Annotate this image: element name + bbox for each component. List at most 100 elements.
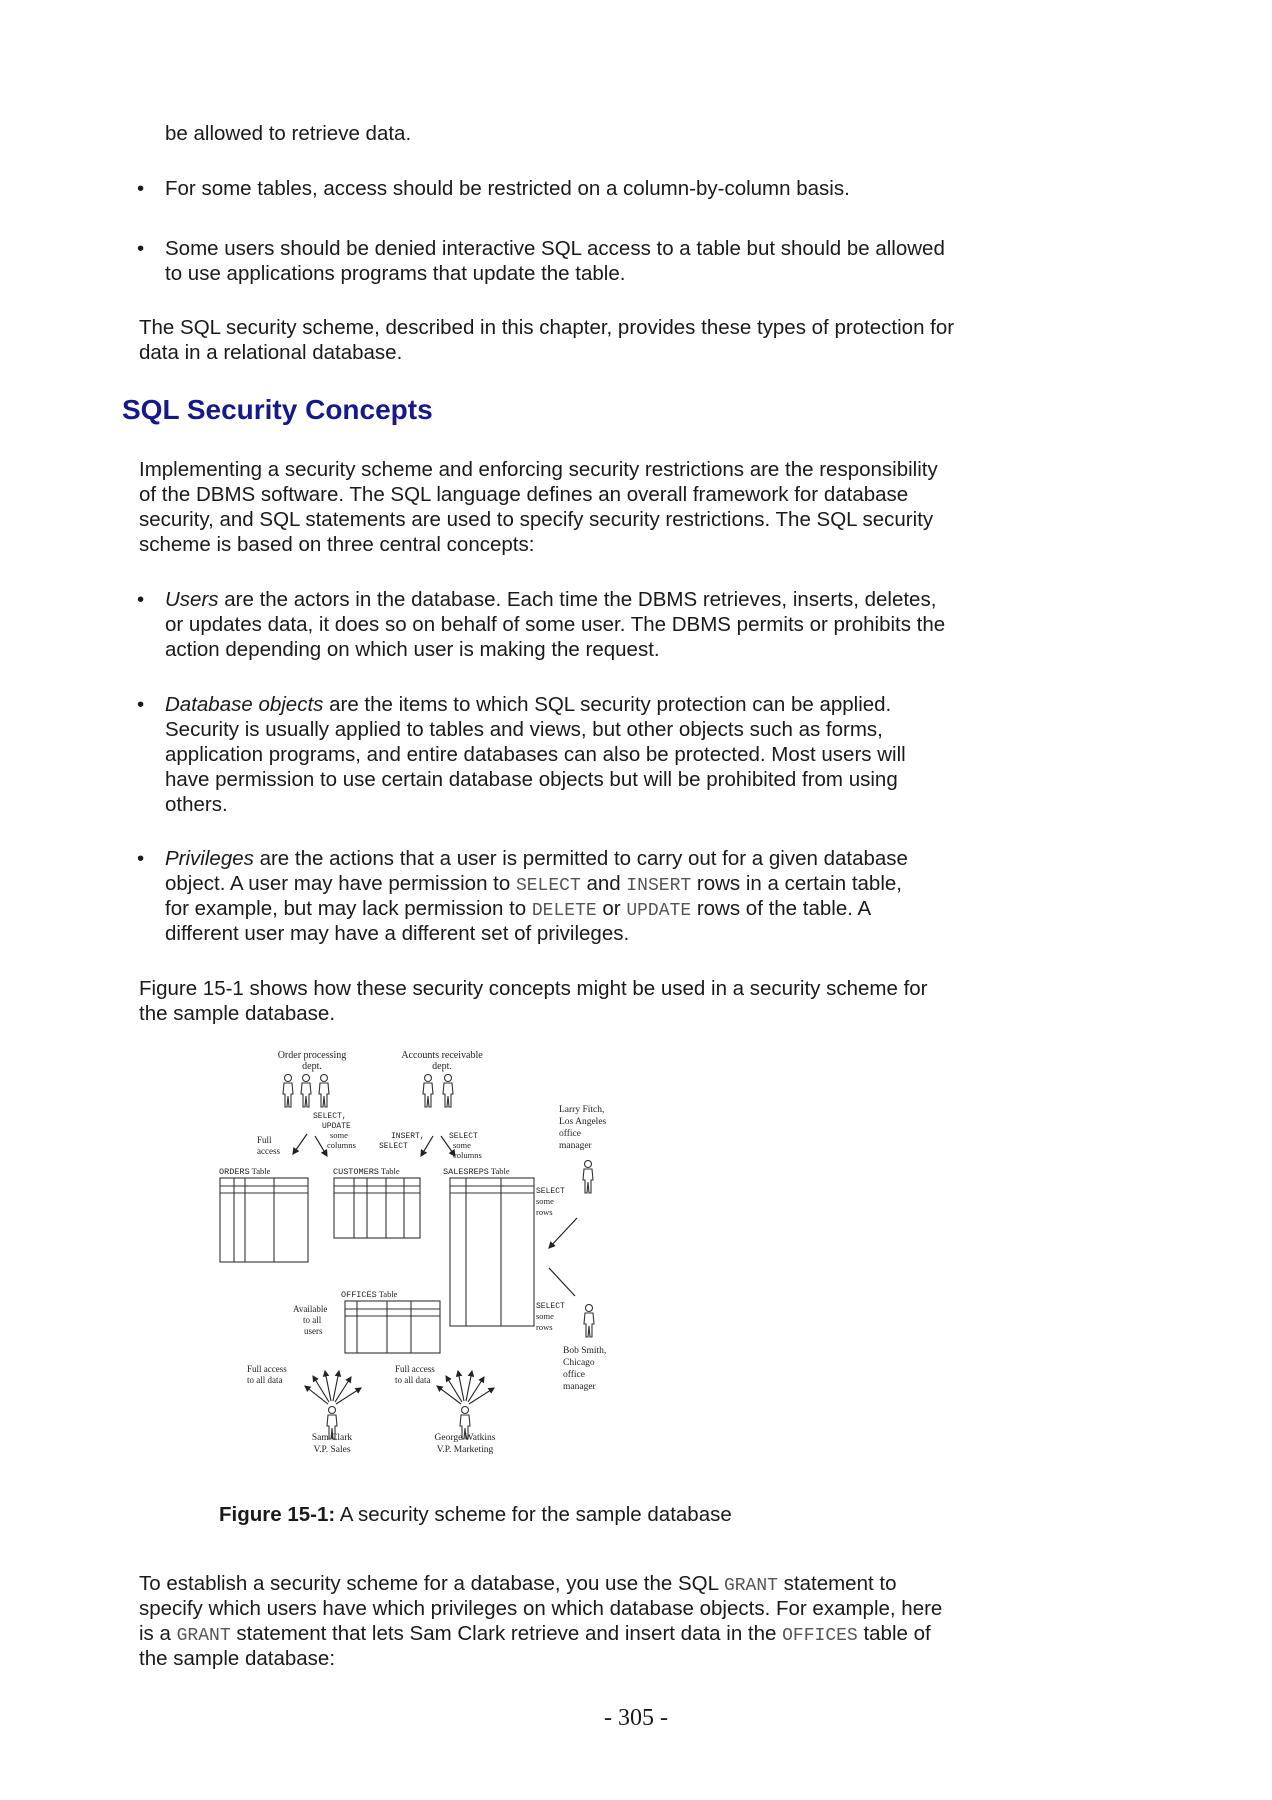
- bullet-text: For some tables, access should be restri…: [165, 177, 850, 200]
- arrow-line: [548, 1267, 576, 1297]
- select-update-label-3: some: [330, 1130, 348, 1140]
- sam-label-2: V.P. Sales: [313, 1445, 350, 1455]
- select-rows-label-bob-3: rows: [536, 1322, 553, 1332]
- salesreps-table: [449, 1177, 535, 1327]
- george-label-2: V.P. Marketing: [437, 1445, 494, 1455]
- arrow: [440, 1135, 456, 1157]
- bullet-text: Users are the actors in the database. Ea…: [165, 588, 937, 611]
- select-some-label-2: some: [453, 1140, 471, 1150]
- person-icon: [582, 1160, 594, 1194]
- bullet-marker: •: [137, 177, 145, 200]
- larry-label-2: Los Angeles: [559, 1117, 607, 1127]
- select-rows-label-3: rows: [536, 1207, 553, 1217]
- figure-caption: Figure 15-1: A security scheme for the s…: [219, 1502, 732, 1526]
- larry-label: Larry Fitch,: [559, 1105, 604, 1115]
- security-scheme-figure: Order processing dept. Accounts receivab…: [219, 1050, 607, 1455]
- offices-table: [344, 1300, 441, 1354]
- bullet-text: application programs, and entire databas…: [165, 743, 906, 766]
- person-icon: [318, 1074, 330, 1108]
- orders-table: [219, 1177, 309, 1263]
- arrow: [420, 1135, 434, 1158]
- george-label: George Watkins: [435, 1433, 496, 1443]
- page-number: - 305 -: [604, 1705, 668, 1731]
- available-label: Available: [293, 1304, 327, 1314]
- paragraph-line: Figure 15-1 shows how these security con…: [139, 977, 928, 1000]
- insert-select-label-2: SELECT: [379, 1142, 408, 1151]
- george-access-arrows: [436, 1369, 495, 1405]
- full-access-all-label-g-2: to all data: [395, 1375, 431, 1385]
- select-some-label: SELECT: [449, 1132, 478, 1141]
- full-access-all-label-2: to all data: [247, 1375, 283, 1385]
- full-access-label-2: access: [257, 1146, 280, 1156]
- section-heading: SQL Security Concepts: [122, 394, 433, 425]
- code-offices: OFFICES: [782, 1626, 858, 1646]
- bullet-text: different user may have a different set …: [165, 922, 630, 945]
- paragraph-line: is a GRANT statement that lets Sam Clark…: [139, 1622, 931, 1646]
- person-icon: [300, 1074, 312, 1108]
- arrow: [292, 1133, 308, 1155]
- customers-table: [333, 1177, 421, 1239]
- available-label-2: to all: [303, 1315, 322, 1325]
- bullet-marker: •: [137, 588, 145, 611]
- code-grant: GRANT: [723, 1576, 778, 1596]
- paragraph-line: of the DBMS software. The SQL language d…: [139, 483, 909, 506]
- paragraph-line: data in a relational database.: [139, 341, 403, 364]
- bullet-text: Database objects are the items to which …: [165, 693, 892, 716]
- larry-label-4: manager: [559, 1141, 593, 1151]
- order-dept-label-2: dept.: [302, 1061, 322, 1072]
- paragraph-line: scheme is based on three central concept…: [139, 533, 535, 556]
- code-select: SELECT: [515, 876, 581, 896]
- paragraph-line: security, and SQL statements are used to…: [139, 508, 934, 531]
- orders-table-label: ORDERS Table: [219, 1166, 271, 1177]
- bullet-marker: •: [137, 237, 145, 260]
- continued-line: be allowed to retrieve data.: [165, 122, 412, 145]
- paragraph-line: Implementing a security scheme and enfor…: [139, 458, 938, 481]
- bullet-text: for example, but may lack permission to …: [165, 897, 872, 921]
- salesreps-table-label: SALESREPS Table: [443, 1166, 510, 1177]
- person-icon: [583, 1304, 595, 1338]
- select-rows-label: SELECT: [536, 1187, 565, 1196]
- bullet-text: or updates data, it does so on behalf of…: [165, 613, 946, 636]
- full-access-all-label: Full access: [247, 1364, 287, 1374]
- person-icon: [282, 1074, 294, 1108]
- order-dept-label: Order processing: [278, 1050, 347, 1061]
- bullet-marker: •: [137, 847, 145, 870]
- select-rows-label-bob: SELECT: [536, 1302, 565, 1311]
- paragraph-line: the sample database.: [139, 1002, 336, 1025]
- select-rows-label-bob-2: some: [536, 1311, 554, 1321]
- select-update-label-2: UPDATE: [322, 1122, 351, 1131]
- bullet-text: have permission to use certain database …: [165, 768, 898, 791]
- ar-dept-label: Accounts receivable: [401, 1050, 483, 1061]
- paragraph-line: the sample database:: [139, 1647, 336, 1670]
- code-grant: GRANT: [176, 1626, 231, 1646]
- bob-label-3: office: [563, 1369, 585, 1380]
- bob-label-2: Chicago: [563, 1358, 595, 1368]
- bullet-text: Security is usually applied to tables an…: [165, 718, 883, 741]
- bullet-text: Privileges are the actions that a user i…: [165, 847, 908, 870]
- bullet-text: to use applications programs that update…: [165, 262, 626, 285]
- person-icon: [422, 1074, 434, 1108]
- paragraph-line: To establish a security scheme for a dat…: [139, 1572, 897, 1596]
- code-update: UPDATE: [626, 901, 692, 921]
- bob-label-4: manager: [563, 1382, 597, 1392]
- arrow: [548, 1217, 578, 1249]
- bullet-text: others.: [165, 793, 228, 816]
- term-privileges: Privileges: [165, 847, 254, 870]
- bullet-text: action depending on which user is making…: [165, 638, 660, 661]
- larry-label-3: office: [559, 1128, 581, 1139]
- full-access-all-label-g: Full access: [395, 1364, 435, 1374]
- person-icon: [442, 1074, 454, 1108]
- bullet-text: object. A user may have permission to SE…: [165, 872, 902, 896]
- offices-table-label: OFFICES Table: [341, 1289, 398, 1300]
- select-update-label: SELECT,: [313, 1112, 347, 1121]
- full-access-label: Full: [257, 1135, 272, 1145]
- bob-label: Bob Smith,: [563, 1346, 606, 1356]
- customers-table-label: CUSTOMERS Table: [333, 1166, 400, 1177]
- select-update-label-4: columns: [327, 1140, 356, 1150]
- paragraph-line: specify which users have which privilege…: [139, 1597, 943, 1620]
- insert-select-label: INSERT,: [391, 1132, 425, 1141]
- arrow: [314, 1135, 328, 1158]
- sam-access-arrows: [304, 1369, 362, 1405]
- sam-label: Sam Clark: [312, 1433, 353, 1443]
